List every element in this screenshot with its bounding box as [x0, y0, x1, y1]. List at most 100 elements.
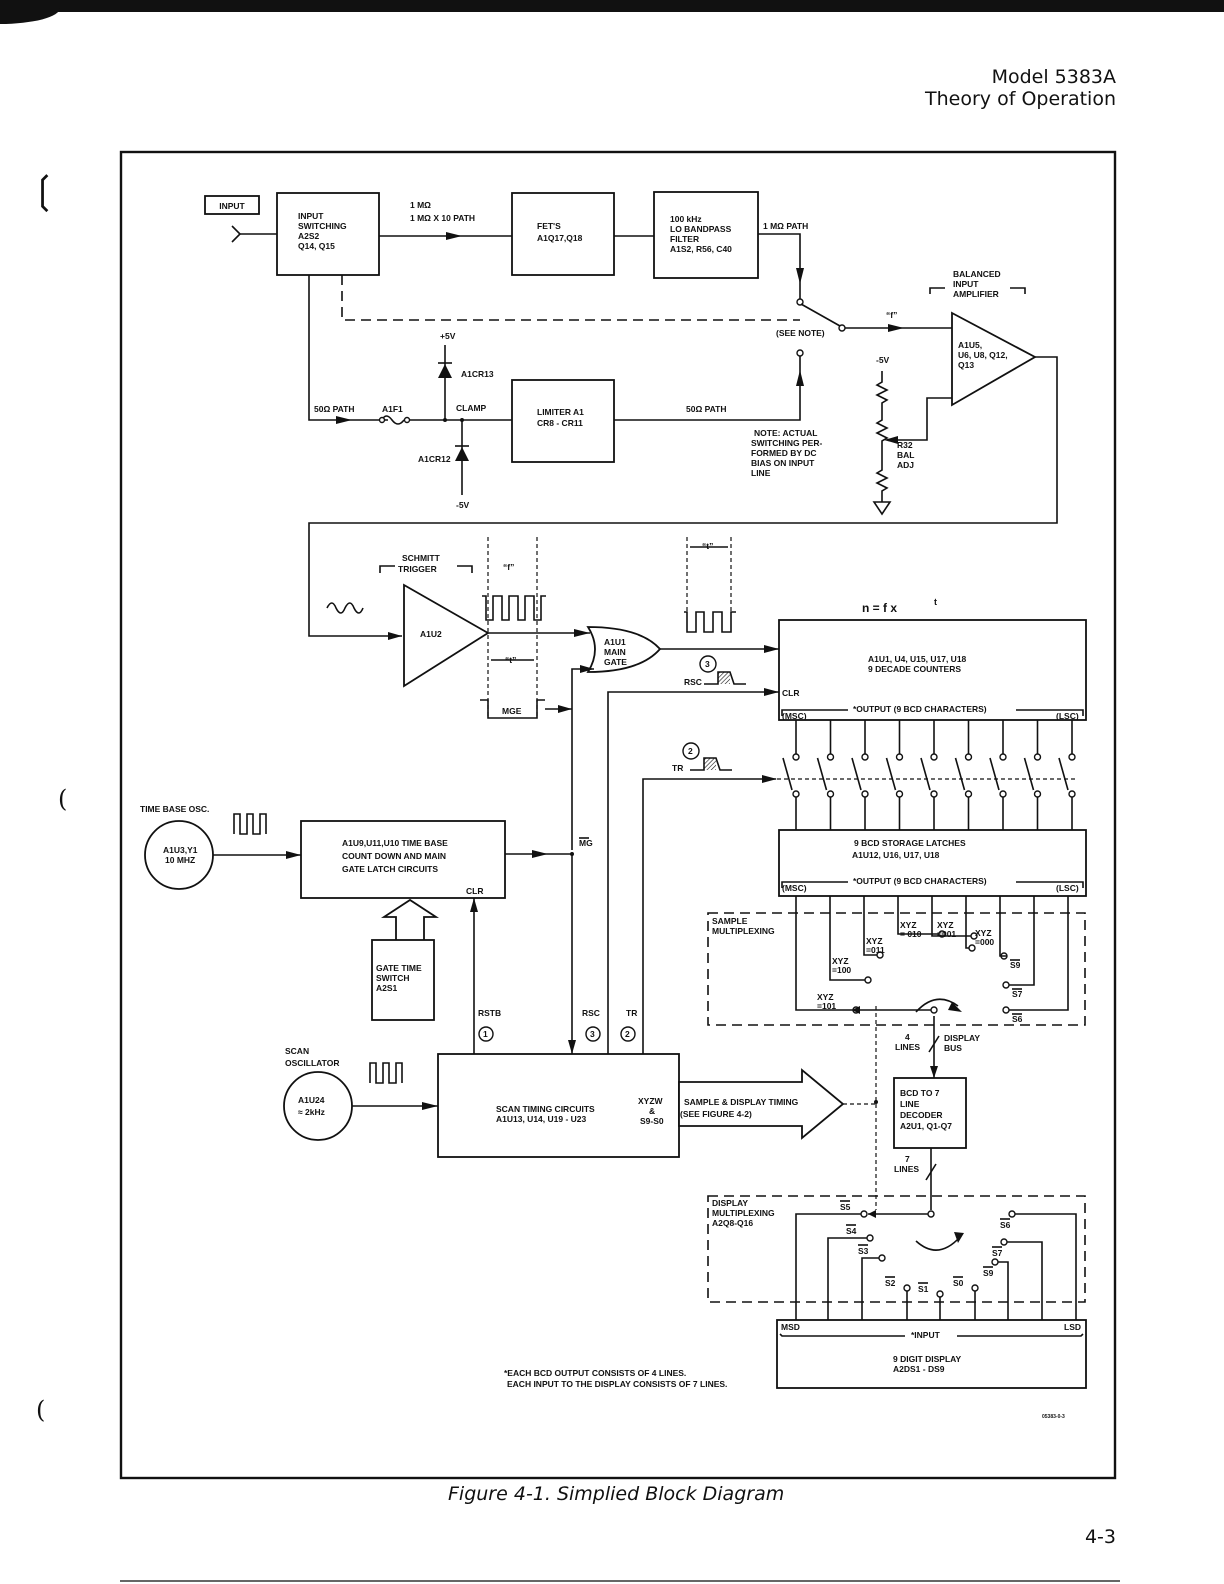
transfer-switch [782, 757, 793, 791]
counters-clr: CLR [782, 688, 799, 698]
decoder-line: DECODER [900, 1110, 943, 1120]
main-gate-line: A1U1 [604, 637, 626, 647]
display-line: 9 DIGIT DISPLAY [893, 1354, 962, 1364]
switch-control-dashed [341, 275, 800, 321]
rsc-label: RSC [582, 1008, 600, 1018]
xyz-code-label: XYZ [900, 920, 917, 930]
rsc-label: RSC [684, 677, 702, 687]
select-line-label: S6 [1012, 1014, 1023, 1024]
timing-arrow-line: SAMPLE & DISPLAY TIMING [684, 1097, 799, 1107]
xyz-code-label: = 010 [900, 929, 922, 939]
select-line-label: S6 [1000, 1220, 1011, 1230]
counters-formula-superscript: t [934, 597, 937, 607]
note-line: BIAS ON INPUT [751, 458, 815, 468]
switch-contact [792, 790, 800, 798]
amplifier-line: A1U5, [958, 340, 982, 350]
rstb-label: RSTB [478, 1008, 501, 1018]
header-section: Theory of Operation [925, 88, 1116, 110]
mux-contact [878, 1254, 886, 1262]
arrow-icon [764, 688, 779, 696]
binder-hole-mark: ❲ [28, 168, 60, 212]
main-gate-line: GATE [604, 657, 627, 667]
xyz-code-label: =000 [975, 937, 994, 947]
latches-lsc: (LSC) [1056, 883, 1079, 893]
page-number: 4-3 [1084, 1526, 1116, 1548]
scan-timing-line: SCAN TIMING CIRCUITS [496, 1104, 595, 1114]
select-line-label: S7 [1012, 989, 1023, 999]
xyz-code-label: =101 [817, 1001, 836, 1011]
display-multiplexing-region [707, 1195, 1086, 1303]
ground-icon [872, 501, 892, 516]
f-signal-label: “f” [503, 562, 514, 572]
marker-3: 3 [590, 1029, 595, 1039]
time-base-title: TIME BASE OSC. [140, 804, 209, 814]
bandpass-line: A1S2, R56, C40 [670, 244, 732, 254]
select-line-label: S7 [992, 1248, 1003, 1258]
transfer-switch [816, 757, 828, 791]
gate-time-line: A2S1 [376, 983, 398, 993]
decoder-line: BCD TO 7 [900, 1088, 940, 1098]
switch-contact [826, 753, 835, 761]
path-1m-short-label: 1 MΩ PATH [763, 221, 808, 231]
switch-contact [1068, 753, 1076, 761]
lines-7-count: 7 [905, 1154, 910, 1164]
transfer-switch [1058, 757, 1069, 791]
figure-caption: Figure 4-1. Simplied Block Diagram [448, 1483, 785, 1505]
input-connector-icon [231, 225, 242, 243]
square-wave-icon [369, 1062, 403, 1084]
bandpass-line: LO BANDPASS [670, 224, 732, 234]
tr-label: TR [626, 1008, 637, 1018]
time-base-line: A1U9,U11,U10 TIME BASE [342, 838, 448, 848]
scan-timing-block [437, 1053, 680, 1158]
switch-contact [964, 790, 973, 798]
mux-wiper [927, 1210, 935, 1218]
schmitt-label: A1U2 [420, 629, 442, 639]
footnote-line: *EACH BCD OUTPUT CONSISTS OF 4 LINES. [504, 1368, 686, 1378]
timing-big-arrow [678, 1068, 845, 1140]
limiter-line: CR8 - CR11 [537, 418, 583, 428]
switch-contact [792, 753, 800, 761]
switch-pivot [838, 324, 846, 332]
input-switching-line: SWITCHING [298, 221, 347, 231]
page-top-edge [0, 0, 1224, 12]
decoder-block [893, 1077, 967, 1149]
rotation-arrow-icon [954, 1232, 964, 1243]
amplifier-title: AMPLIFIER [953, 289, 999, 299]
mux-contact [866, 1234, 874, 1242]
counters-output-label: *OUTPUT (9 BCD CHARACTERS) [853, 704, 987, 714]
diode-cr13-icon [438, 364, 452, 378]
xyz-code-label: =011 [866, 945, 885, 955]
xyz-code-label: XYZ [937, 920, 954, 930]
scan-timing-line: A1U13, U14, U19 - U23 [496, 1114, 587, 1124]
xyz-code-label: XYZ [866, 936, 883, 946]
scan-osc-line: ≈ 2kHz [298, 1107, 325, 1117]
f-signal-label: “f” [886, 310, 897, 320]
tr-label: TR [672, 763, 683, 773]
xyz-code-label: XYZ [975, 928, 992, 938]
r32-label: BAL [897, 450, 914, 460]
latches-line: A1U12, U16, U17, U18 [852, 850, 940, 860]
select-line-label: S3 [858, 1246, 869, 1256]
decoder-line: LINE [900, 1099, 920, 1109]
latches-line: 9 BCD STORAGE LATCHES [854, 838, 966, 848]
lines-4-count: 4 [905, 1032, 910, 1042]
xyz-code-label: XYZ [817, 992, 834, 1002]
xyz-code-label: =100 [832, 965, 851, 975]
sample-multiplexing-region [707, 912, 1086, 1026]
limiter-line: LIMITER A1 [537, 407, 584, 417]
square-wave-icon [233, 813, 267, 835]
marker-3: 3 [705, 659, 710, 669]
msd-label: MSD [781, 1322, 800, 1332]
amplifier-title: BALANCED [953, 269, 1001, 279]
pulse-train-icon [482, 595, 546, 621]
transfer-switch [989, 757, 1000, 791]
time-base-line: COUNT DOWN AND MAIN [342, 851, 446, 861]
switch-contact [1033, 753, 1042, 761]
storage-latches-block [778, 829, 1087, 897]
schmitt-title: SCHMITT [402, 553, 441, 563]
mux-wiper [930, 1006, 938, 1014]
arrow-icon [568, 1040, 576, 1054]
path-50-label: 50Ω PATH [314, 404, 355, 414]
